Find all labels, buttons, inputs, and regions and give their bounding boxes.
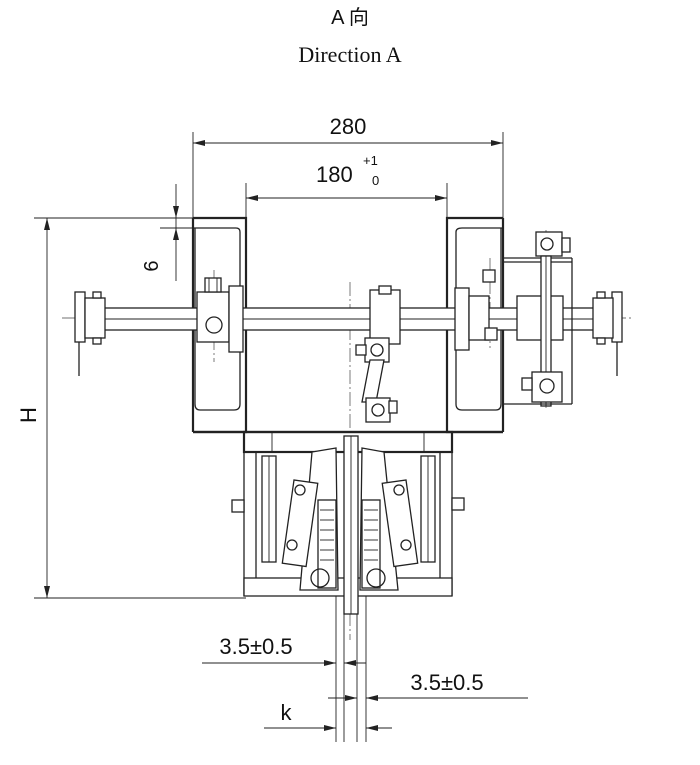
dim-280-label: 280 [330, 114, 367, 139]
right-side-plate [381, 479, 419, 568]
left-collar [196, 277, 244, 353]
title-cn: A 向 [331, 6, 369, 29]
spring-left [320, 509, 334, 561]
left-end-flange [74, 291, 106, 376]
guide-rail [343, 435, 359, 615]
dim-180-tol-upper: +1 [363, 153, 378, 168]
dimension-280 [192, 132, 504, 222]
dim-180-tol-lower: 0 [372, 173, 379, 188]
right-collar [454, 269, 498, 351]
dimension-h [34, 217, 246, 599]
dim-6-label: 6 [141, 260, 163, 271]
right-lever [503, 231, 573, 407]
spring-right [364, 509, 378, 561]
dim-h-label: H [16, 407, 41, 423]
dimension-gaps [202, 595, 528, 742]
center-lever [355, 285, 401, 423]
title-en: Direction A [298, 42, 401, 67]
right-end-flange [592, 291, 623, 376]
left-side-plate [281, 479, 319, 568]
gap-left-label: 3.5±0.5 [219, 634, 292, 659]
rail-width-label: k [281, 700, 293, 725]
dim-180-label: 180 [316, 162, 353, 187]
dimension-6 [160, 184, 247, 281]
gap-right-label: 3.5±0.5 [410, 670, 483, 695]
dimension-180 [245, 183, 448, 222]
